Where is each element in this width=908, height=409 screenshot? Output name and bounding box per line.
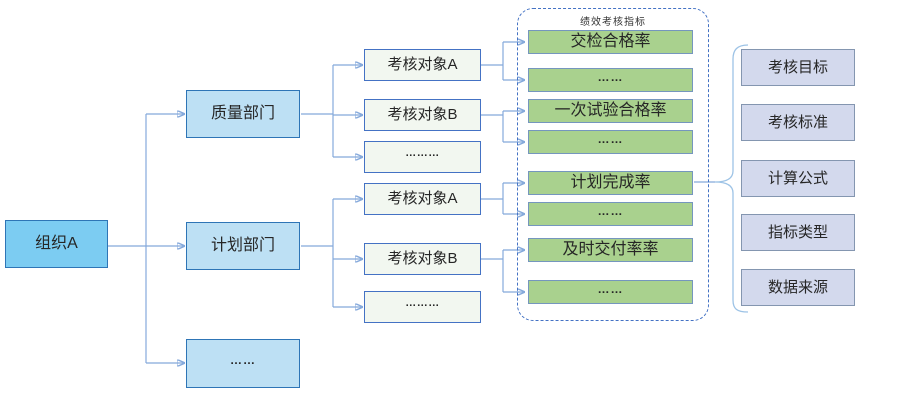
indicator-more-label: ……: [597, 69, 624, 84]
indicator-first-test-pass-rate-node: 一次试验合格率: [528, 99, 693, 123]
attribute-assessment-standard-node: 考核标准: [741, 104, 855, 141]
indicator-more-node: ……: [528, 280, 693, 304]
indicator-plan-completion-rate-node: 计划完成率: [528, 171, 693, 195]
indicator-more-label: ……: [597, 131, 624, 146]
attribute-data-source-node: 数据来源: [741, 269, 855, 306]
indicator-more-node: ……: [528, 202, 693, 226]
indicator-panel-border: [517, 8, 709, 321]
assess-object-b-quality-node: 考核对象B: [364, 99, 481, 131]
indicator-on-time-delivery-rate-node: 及时交付率率: [528, 238, 693, 262]
brace-bracket: [714, 44, 749, 313]
assess-object-more-label: ………: [405, 147, 440, 160]
indicator-more-node: ……: [528, 68, 693, 92]
indicator-more-node: ……: [528, 130, 693, 154]
assess-object-more-quality-node: ………: [364, 141, 481, 173]
indicator-inspection-pass-rate-node: 交检合格率: [528, 30, 693, 54]
dept-more-label: ……: [230, 353, 256, 368]
org-node: 组织A: [5, 220, 108, 268]
indicator-more-label: ……: [597, 203, 624, 218]
assess-object-b-planning-node: 考核对象B: [364, 243, 481, 275]
dept-more-node: ……: [186, 339, 300, 388]
attribute-assessment-target-node: 考核目标: [741, 49, 855, 86]
assess-object-more-planning-node: ………: [364, 291, 481, 323]
attribute-calculation-formula-node: 计算公式: [741, 160, 855, 197]
dept-planning-node: 计划部门: [186, 222, 300, 270]
assess-object-a-planning-node: 考核对象A: [364, 183, 481, 215]
assess-object-more-label: ………: [405, 297, 440, 310]
assess-object-a-quality-node: 考核对象A: [364, 49, 481, 81]
indicator-more-label: ……: [597, 281, 624, 296]
attribute-indicator-type-node: 指标类型: [741, 214, 855, 251]
dept-quality-node: 质量部门: [186, 90, 300, 138]
indicator-panel-title: 绩效考核指标: [580, 17, 646, 28]
